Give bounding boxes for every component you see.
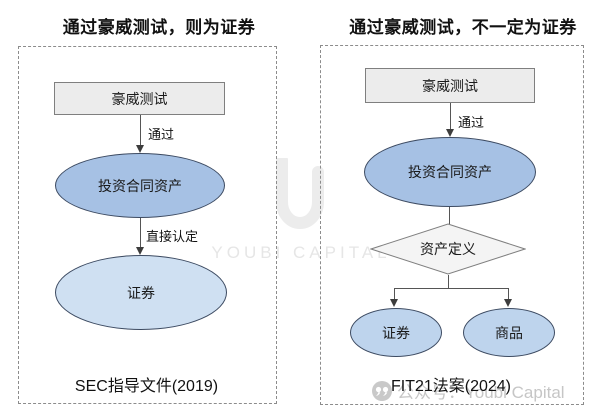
left-edge-label-direct: 直接认定 — [146, 229, 199, 244]
right-branch-horizontal-line — [394, 288, 509, 289]
left-node-security: 证券 — [55, 255, 227, 330]
right-node-security: 证券 — [350, 308, 442, 357]
right-edge-line-to-decision — [449, 207, 450, 224]
left-node-investment-contract-asset: 投资合同资产 — [55, 153, 225, 218]
right-arrowhead-pass — [446, 129, 454, 137]
right-node-asset-definition: 资产定义 — [420, 241, 476, 257]
right-edge-label-pass: 通过 — [458, 115, 485, 130]
left-panel-caption: SEC指导文件(2019) — [74, 378, 219, 395]
watermark-bottom: 公众号：Youbi Capital — [371, 378, 565, 403]
left-edge-line-pass — [140, 115, 141, 146]
right-branch-left-line — [394, 288, 395, 300]
right-node-investment-contract-asset: 投资合同资产 — [364, 137, 536, 207]
right-panel-border — [320, 45, 584, 405]
watermark-center-text: YOUBI CAPITAL — [211, 243, 391, 262]
left-panel-title: 通过豪威测试，则为证券 — [62, 18, 256, 37]
left-panel-border — [18, 46, 277, 404]
left-edge-line-direct — [140, 218, 141, 248]
right-node-asset-definition-shape — [370, 223, 526, 275]
youbi-u-logo-icon — [276, 158, 324, 229]
right-node-commodity: 商品 — [463, 308, 555, 357]
right-branch-stem-line — [448, 275, 449, 289]
right-node-howey-test: 豪威测试 — [365, 68, 535, 103]
left-arrowhead-pass — [136, 145, 144, 153]
left-node-howey-test: 豪威测试 — [54, 82, 225, 115]
right-edge-line-pass — [450, 103, 451, 130]
right-branch-right-line — [508, 288, 509, 300]
right-arrowhead-security — [390, 299, 398, 307]
left-edge-label-pass: 通过 — [148, 127, 175, 142]
right-panel-caption: FIT21法案(2024) — [390, 378, 512, 395]
left-arrowhead-direct — [136, 247, 144, 255]
watermark-bottom-text: 公众号：Youbi Capital — [397, 383, 565, 402]
right-panel-title: 通过豪威测试，不一定为证券 — [349, 18, 577, 37]
right-arrowhead-commodity — [504, 299, 512, 307]
wechat-official-account-icon — [372, 380, 392, 401]
